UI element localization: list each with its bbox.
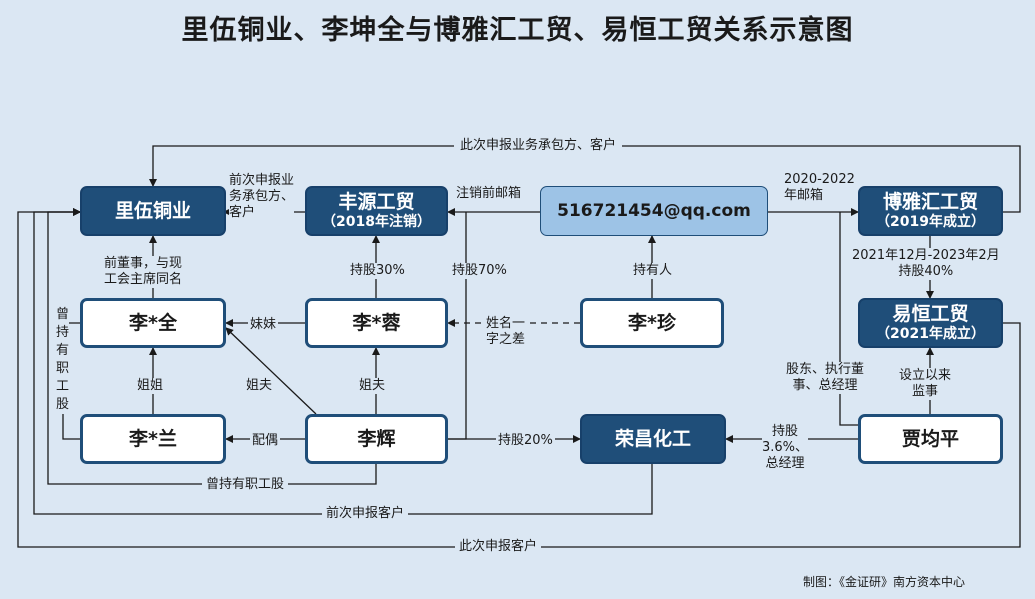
label-hold70: 持股70%: [452, 263, 507, 279]
node-liwu-name: 里伍铜业: [114, 200, 191, 222]
edge-lihui-liquan: [225, 327, 317, 415]
node-lirong[interactable]: 李*蓉: [305, 298, 448, 348]
label-brother-in-law-2: 姐夫: [357, 378, 388, 394]
node-yiheng-note: （2021年成立）: [876, 326, 985, 342]
edge-boyahui-liwu-top: [149, 145, 1021, 213]
node-liwu[interactable]: 里伍铜业: [80, 186, 226, 236]
label-employee-share: 曾持有职工股: [202, 477, 289, 493]
node-fengyuan-note: （2018年注销）: [322, 214, 431, 230]
label-hold40: 2021年12月-2023年2月 持股40%: [852, 248, 1000, 280]
node-jiajunping-name: 贾均平: [901, 428, 959, 450]
node-lilan[interactable]: 李*兰: [80, 414, 226, 464]
label-supervisor: 设立以来 监事: [899, 368, 952, 400]
node-boyahui-name: 博雅汇工贸: [882, 191, 978, 213]
node-rongchang[interactable]: 荣昌化工: [580, 414, 726, 464]
label-spouse: 配偶: [250, 433, 281, 449]
label-cancel-email: 注销前邮箱: [456, 186, 522, 202]
label-this-customer: 此次申报客户: [455, 539, 542, 555]
label-holder: 持有人: [633, 263, 673, 279]
node-jiajunping[interactable]: 贾均平: [858, 414, 1003, 464]
node-boyahui-note: （2019年成立）: [876, 214, 985, 230]
label-prev-customer: 前次申报客户: [322, 506, 409, 522]
node-lizhen[interactable]: 李*珍: [580, 298, 724, 348]
label-hold30: 持股30%: [350, 263, 405, 279]
node-lihui-name: 李辉: [357, 428, 396, 450]
node-fengyuan[interactable]: 丰源工贸 （2018年注销）: [305, 186, 448, 236]
label-prev-contractor: 前次申报业 务承包方、 客户: [229, 173, 295, 221]
node-liquan[interactable]: 李*全: [80, 298, 226, 348]
label-sister: 妹妹: [248, 317, 279, 333]
label-older-sister: 姐姐: [135, 378, 166, 394]
label-employee-share-vertical: 曾 持 有 职 工 股: [56, 306, 70, 414]
node-lihui[interactable]: 李辉: [305, 414, 448, 464]
node-yiheng[interactable]: 易恒工贸 （2021年成立）: [858, 298, 1003, 348]
label-top-customer: 此次申报业务承包方、客户: [454, 138, 623, 154]
node-email[interactable]: 516721454@qq.com: [540, 186, 768, 236]
node-lilan-name: 李*兰: [129, 428, 177, 450]
node-email-name: 516721454@qq.com: [557, 201, 751, 221]
page-title: 里伍铜业、李坤全与博雅汇工贸、易恒工贸关系示意图: [181, 15, 854, 46]
node-lizhen-name: 李*珍: [628, 312, 676, 334]
node-rongchang-name: 荣昌化工: [614, 428, 691, 450]
label-former-director: 前董事，与现 工会主席同名: [104, 256, 183, 288]
label-brother-in-law-1: 姐夫: [244, 378, 275, 394]
label-shareholder-exec: 股东、执行董 事、总经理: [786, 362, 865, 394]
node-lirong-name: 李*蓉: [352, 312, 401, 334]
label-name-diff: 姓名一 字之差: [486, 316, 526, 348]
node-boyahui[interactable]: 博雅汇工贸 （2019年成立）: [858, 186, 1003, 236]
node-yiheng-name: 易恒工贸: [892, 303, 969, 325]
label-hold36: 持股 3.6%、 总经理: [762, 424, 809, 472]
label-hold20: 持股20%: [496, 433, 555, 449]
edge-jia-boyahui: [839, 212, 858, 426]
edge-lihui-fengyuan: [448, 212, 467, 440]
node-fengyuan-name: 丰源工贸: [338, 191, 415, 213]
node-liquan-name: 李*全: [129, 312, 177, 334]
label-email-2020: 2020-2022 年邮箱: [784, 172, 855, 204]
credit-text: 制图：《金证研》南方资本中心: [803, 575, 966, 589]
